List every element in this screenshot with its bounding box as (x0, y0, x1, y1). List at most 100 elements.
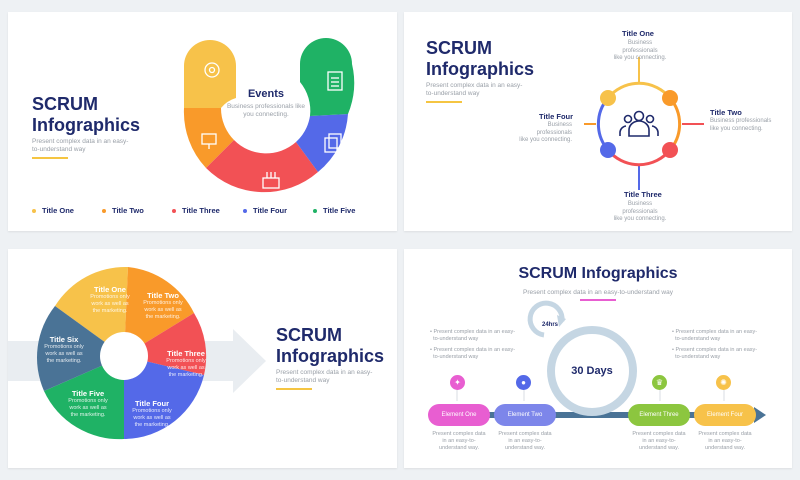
desc-line: Business professionals (710, 118, 772, 124)
element-two-pill: Element Two (494, 404, 556, 426)
legend-item-5: Title Five (313, 206, 355, 215)
slide-subtitle: Present complex data in an easy-to-under… (523, 289, 673, 296)
sprint-label: 30 Days (571, 365, 613, 377)
team-icon (619, 110, 659, 137)
desc-line: in an easy-to- (642, 438, 676, 444)
bulb-icon: ✦ (450, 375, 465, 390)
desc-line: Business professionals (536, 122, 572, 136)
slide-team-cycle[interactable]: SCRUM Infographics Present complex data … (404, 12, 792, 231)
trophy-icon: ♛ (652, 375, 667, 390)
clipboard-icon (327, 71, 343, 91)
desc-line: like you connecting. (613, 216, 667, 222)
desc-line: Present complex data (498, 431, 552, 437)
slide-sprint-timeline[interactable]: SCRUM Infographics Present complex data … (404, 249, 792, 468)
title-underline (32, 157, 68, 159)
desc-line: like you connecting. (710, 125, 763, 132)
legend-dot (32, 209, 36, 214)
desc-line: Promotions only (90, 294, 130, 300)
title-line-2: Infographics (32, 115, 141, 135)
title-line-2: Infographics (426, 59, 535, 79)
subtitle-line-2: to-understand way (32, 146, 86, 153)
desc-line: like you connecting. (613, 55, 667, 61)
desc-line: Promotions only (166, 358, 206, 364)
slide-events-ring[interactable]: SCRUM Infographics Present complex data … (8, 12, 397, 231)
subtitle-line-1: Present complex data in an easy- (32, 138, 129, 145)
desc-line: in an easy-to- (508, 438, 542, 444)
events-desc-1: Business professionals like (226, 103, 306, 110)
subtitle-line-2: to-understand way (426, 90, 480, 97)
bullet-right-1: • Present complex data in an easy- to-un… (672, 329, 758, 342)
desc-line: in an easy-to- (442, 438, 476, 444)
wheel-chart (8, 266, 266, 440)
daily-loop (527, 300, 565, 338)
segment-title: Title Five (71, 389, 105, 398)
desc-line: the marketing. (46, 358, 82, 364)
element-three-pill: Element Three (628, 404, 690, 426)
desc-line: Promotions only (143, 300, 183, 306)
desc-line: the marketing. (134, 422, 170, 428)
desc-line: work as well as (69, 405, 107, 411)
subtitle-line-2: to-understand way (276, 377, 330, 384)
events-desc-2: you connecting. (243, 111, 289, 118)
desc-line: the marketing. (145, 314, 181, 320)
sprint-diagram (444, 300, 766, 423)
desc-line: Business professionals (622, 40, 658, 54)
team-cycle-chart (584, 57, 704, 190)
segment-green (300, 38, 355, 116)
subtitle-line-1: Present complex data in an easy- (426, 82, 523, 89)
bullet-text: to-understand way (675, 354, 721, 360)
slide-subtitle: Present complex data in an easy- to-unde… (426, 82, 522, 98)
bullet-right-2: • Present complex data in an easy- to-un… (672, 347, 758, 360)
events-ring-chart (183, 38, 355, 193)
segment-blue (296, 114, 348, 172)
node-red (662, 142, 678, 158)
desc-line: Present complex data (432, 431, 486, 437)
legend-label: Title Two (112, 206, 144, 215)
slide-title: SCRUM Infographics (276, 325, 384, 367)
title-underline (426, 101, 462, 103)
slide-title: SCRUM Infographics (32, 94, 140, 136)
desc-line: work as well as (133, 415, 171, 421)
legend-label: Title Three (182, 206, 220, 215)
item-title-4: Title Four (539, 112, 574, 121)
events-center: Events Business professionals like you c… (224, 88, 308, 119)
title-line-2: Infographics (276, 346, 385, 366)
desc-line: understand way. (439, 445, 479, 451)
element-one-pill: Element One (428, 404, 490, 426)
desc-line: like you connecting. (519, 137, 572, 143)
bullet-left-1: • Present complex data in an easy- to-un… (430, 329, 516, 342)
desc-line: Promotions only (44, 344, 84, 350)
bullet-text: to-understand way (433, 336, 479, 342)
segment-title: Title Four (134, 399, 170, 408)
item-title-2: Title Two (710, 108, 742, 117)
wheel-segments (36, 266, 207, 440)
desc-line: work as well as (144, 307, 182, 313)
desc-line: in an easy-to- (708, 438, 742, 444)
bullet-text: to-understand way (675, 336, 721, 342)
bullet-left-2: • Present complex data in an easy- to-un… (430, 347, 516, 360)
legend-dot (243, 209, 247, 214)
desc-line: Promotions only (132, 408, 172, 414)
cake-icon (262, 172, 280, 189)
bullet-text: to-understand way (433, 354, 479, 360)
segment-yellow (184, 40, 236, 108)
segment-title: Title One (94, 285, 126, 294)
title-line-1: SCRUM (32, 94, 98, 114)
segment-title: Title Three (167, 349, 205, 358)
